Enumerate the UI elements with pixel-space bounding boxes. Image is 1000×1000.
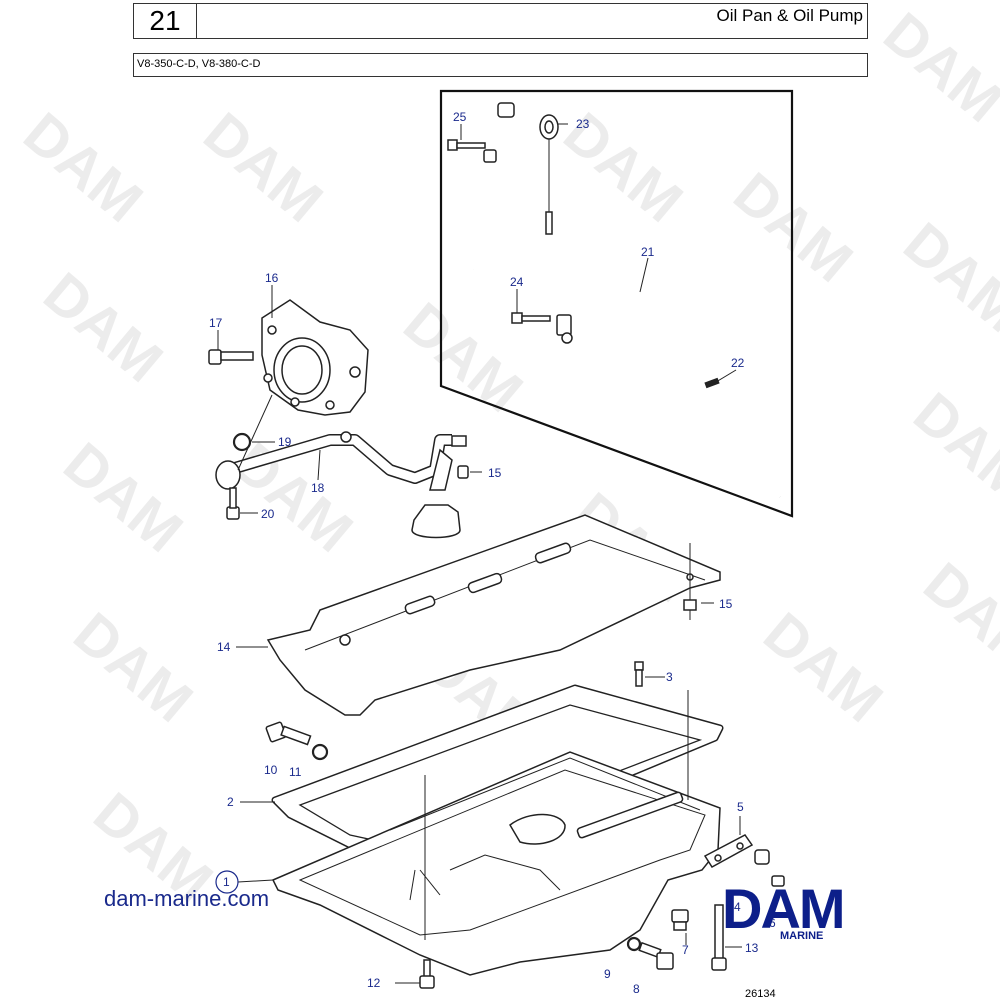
washer <box>626 936 642 952</box>
bolt <box>226 487 240 520</box>
oil-pan <box>271 690 721 976</box>
callout-16: 16 <box>265 271 279 285</box>
bolt <box>208 349 254 365</box>
o-ring <box>232 432 252 452</box>
group-number: 21 <box>133 3 197 39</box>
callout-15: 15 <box>488 466 502 480</box>
watermark: DAM <box>32 260 175 395</box>
callout-2: 2 <box>227 795 234 809</box>
callout-10: 10 <box>264 763 278 777</box>
watermark: DAM <box>62 600 205 735</box>
drain-plug <box>265 721 312 746</box>
watermark: DAM <box>752 600 895 735</box>
watermark: DAM <box>392 290 535 425</box>
callout-3: 3 <box>666 670 673 684</box>
callout-1: 1 <box>223 875 230 889</box>
callout-19: 19 <box>278 435 292 449</box>
callout-9: 9 <box>604 967 611 981</box>
nut <box>683 599 697 611</box>
callout-17: 17 <box>209 316 223 330</box>
callout-15: 15 <box>719 597 733 611</box>
website-link[interactable]: dam-marine.com <box>104 886 270 911</box>
callout-8: 8 <box>633 982 640 996</box>
callout-13: 13 <box>745 941 759 955</box>
leader-lines <box>217 123 742 984</box>
callout-11: 11 <box>289 765 302 779</box>
callout-21: 21 <box>641 245 655 259</box>
callout-25: 25 <box>453 110 467 124</box>
brand-logo: DAM <box>722 877 846 940</box>
callout-24: 24 <box>510 275 524 289</box>
dipstick-tube <box>472 102 781 498</box>
bolt <box>638 941 674 970</box>
oil-pan-gasket <box>271 684 724 864</box>
oil-pump <box>261 299 369 416</box>
callout-labels: 25 23 21 24 22 16 17 19 15 18 20 15 14 3… <box>209 110 776 996</box>
watermark: DAM <box>552 100 695 235</box>
callout-14: 14 <box>217 640 231 654</box>
watermark: DAM <box>52 430 195 565</box>
callout-4: 4 <box>734 900 741 914</box>
models-label: V8-350-C-D, V8-380-C-D <box>137 58 261 70</box>
callout-22: 22 <box>731 356 745 370</box>
dipstick-inset-frame <box>439 89 794 518</box>
callout-20: 20 <box>261 507 275 521</box>
bolt <box>419 959 435 989</box>
models-box: V8-350-C-D, V8-380-C-D <box>133 53 868 77</box>
watermark: DAM <box>912 550 1000 685</box>
dipstick <box>539 114 559 235</box>
watermark: DAM <box>902 380 1000 515</box>
callout-circle <box>215 870 239 894</box>
mounting-bracket <box>703 834 785 887</box>
watermark: DAM <box>12 100 155 235</box>
watermark: DAM <box>192 100 335 235</box>
callout-7: 7 <box>682 943 689 957</box>
watermark: DAM <box>722 160 865 295</box>
callout-18: 18 <box>311 481 325 495</box>
bolt <box>511 312 551 324</box>
sealing-washer <box>311 743 329 761</box>
diagram-reference-number: 26134 <box>745 988 776 1000</box>
oil-pickup-tube <box>215 431 469 539</box>
bolt <box>447 139 497 163</box>
windage-tray <box>266 514 721 716</box>
watermark: DAM <box>872 0 1000 135</box>
bolt <box>634 661 644 687</box>
callout-6: 6 <box>769 916 776 930</box>
callout-5: 5 <box>737 800 744 814</box>
watermark: DAM <box>892 210 1000 345</box>
page-title: Oil Pan & Oil Pump <box>716 6 863 25</box>
plug <box>671 909 689 931</box>
page-title-box: Oil Pan & Oil Pump <box>196 3 868 39</box>
brand-logo-subtitle: MARINE <box>780 930 824 942</box>
callout-12: 12 <box>367 976 381 990</box>
bolt <box>711 904 727 971</box>
callout-23: 23 <box>576 117 590 131</box>
